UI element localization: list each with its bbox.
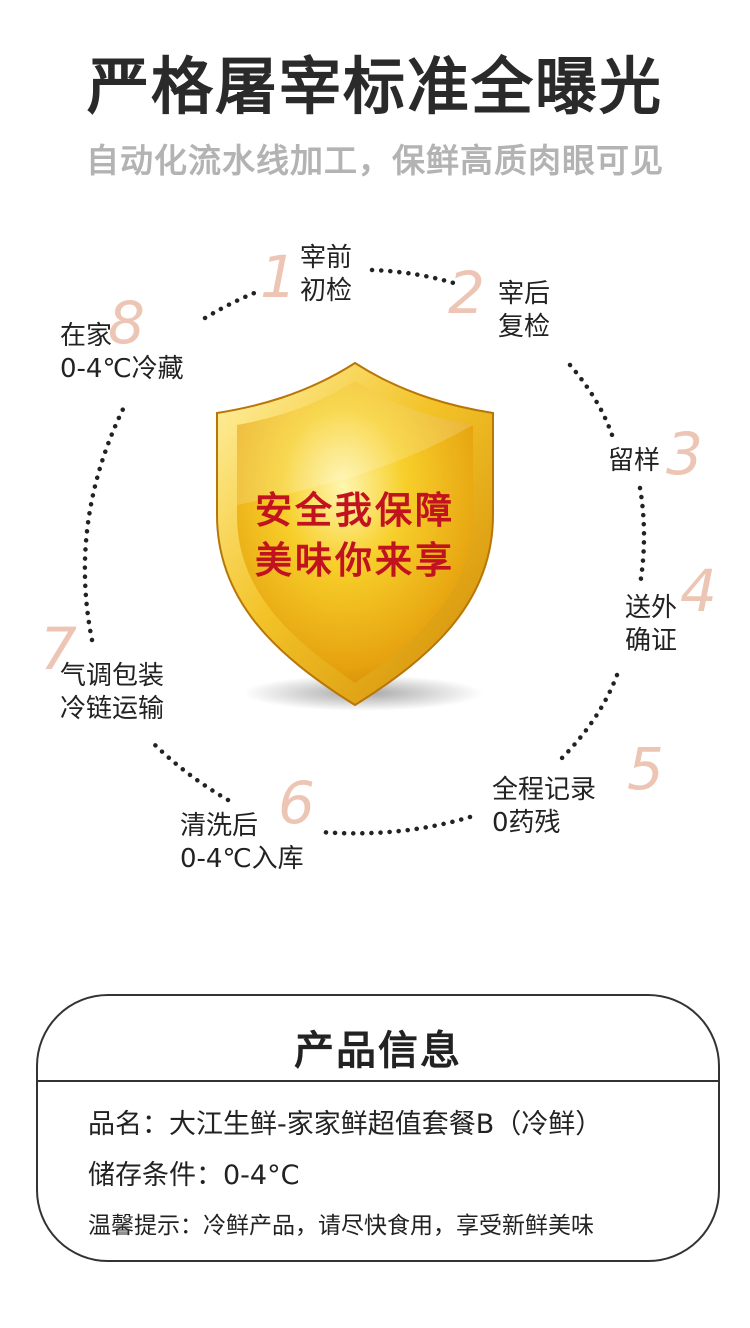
shield-text-line-2: 美味你来享 (255, 539, 455, 582)
step-number: 4 (680, 557, 717, 625)
shield-text-line-1: 安全我保障 (255, 489, 455, 532)
connector-2-3 (567, 362, 615, 438)
info-title: 产品信息 (294, 1028, 462, 1074)
connector-1-2 (369, 267, 463, 288)
info-divider (38, 1080, 718, 1082)
connector-3-4 (637, 485, 647, 588)
step-number: 7 (40, 615, 77, 683)
product-info-box: 产品信息 品名：大江生鲜-家家鲜超值套餐B（冷鲜） 储存条件：0-4°C 温馨提… (36, 994, 720, 1262)
step-number: 3 (666, 420, 703, 488)
step-label: 送外 确证 (625, 593, 678, 656)
warm-tip: 温馨提示：冷鲜产品，请尽快食用，享受新鲜美味 (88, 1213, 594, 1239)
connector-5-6 (317, 814, 473, 836)
step-label: 在家 0-4℃冷藏 (60, 321, 184, 384)
step-number: 1 (260, 243, 297, 311)
step-number: 6 (278, 769, 315, 837)
connector-8-1 (202, 287, 265, 321)
connector-6-7 (149, 739, 231, 803)
connector-4-5 (557, 672, 620, 763)
step-label: 全程记录 0药残 (492, 775, 597, 838)
storage-conditions: 储存条件：0-4°C (88, 1160, 300, 1191)
step-number: 2 (448, 259, 485, 327)
shield-badge: 安全我保障 美味你来享 (205, 355, 505, 715)
shield-icon (216, 361, 494, 711)
step-label: 留样 (608, 446, 661, 476)
product-name: 品名：大江生鲜-家家鲜超值套餐B（冷鲜） (88, 1109, 603, 1140)
dotted-connectors (82, 267, 647, 836)
page-subtitle: 自动化流水线加工，保鲜高质肉眼可见 (86, 141, 664, 180)
step-label: 气调包装 冷链运输 (60, 661, 165, 724)
step-number: 8 (108, 289, 145, 357)
process-circle: 1 宰前 初检 2 宰后 复检 留样 3 送外 确证 4 全程记录 0药残 5 … (40, 243, 717, 874)
step-label: 清洗后 0-4℃入库 (180, 811, 304, 874)
connector-7-8 (82, 402, 128, 643)
step-label: 宰前 初检 (300, 243, 353, 306)
step-label: 宰后 复检 (498, 279, 551, 342)
page-title: 严格屠宰标准全曝光 (86, 50, 663, 123)
step-number: 5 (627, 735, 664, 803)
